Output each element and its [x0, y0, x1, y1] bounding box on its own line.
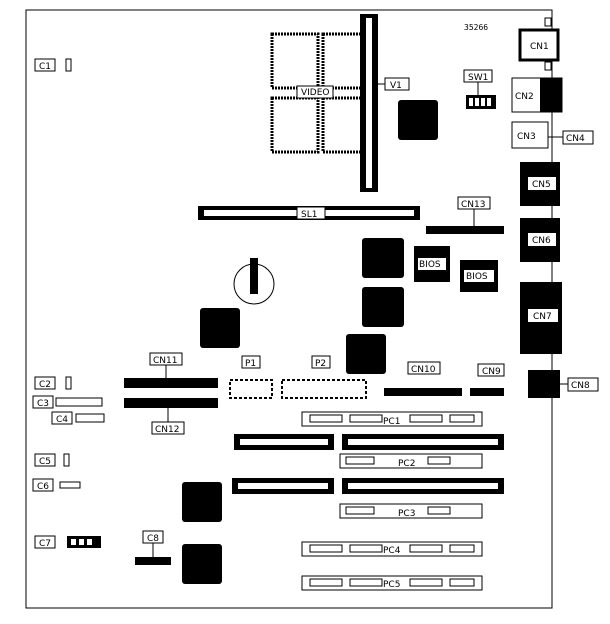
- chip-e: [182, 482, 222, 522]
- cn4-connector: CN4: [548, 130, 594, 145]
- video-label: VIDEO: [301, 88, 330, 98]
- cn11-label: CN11: [153, 356, 177, 366]
- board-code: 35266: [464, 23, 488, 32]
- bios-chip-2: BIOS: [460, 260, 498, 292]
- svg-text:BIOS: BIOS: [419, 260, 441, 270]
- cn6-label: CN6: [532, 236, 551, 246]
- v1-label: V1: [390, 81, 402, 91]
- bios-chip-1: BIOS: [414, 246, 450, 282]
- pc1-label: PC1: [383, 417, 400, 427]
- pc4-slot: PC4: [301, 541, 483, 557]
- cn12-label: CN12: [155, 425, 179, 435]
- pc5-slot: PC5: [301, 575, 483, 591]
- chip-controller: [398, 100, 438, 140]
- pc3-label: PC3: [398, 509, 415, 519]
- cn13-label: CN13: [461, 200, 485, 210]
- c3-jumper: [55, 397, 103, 407]
- c8-label: C8: [147, 534, 159, 544]
- c1-label: C1: [39, 62, 51, 72]
- sl1-label: SL1: [301, 210, 317, 220]
- video-label-box: [296, 85, 334, 99]
- cn13-header: [426, 226, 504, 234]
- cn2-label: CN2: [515, 92, 534, 102]
- cn1-connector: CN1: [518, 17, 560, 71]
- c6-label: C6: [37, 482, 49, 492]
- p2-connector: [281, 379, 367, 399]
- cn5-label: CN5: [532, 180, 551, 190]
- pc2-slot: PC2: [339, 453, 483, 469]
- sw1-label: SW1: [468, 73, 488, 83]
- cn12-header: [124, 398, 218, 408]
- cn10-header: [384, 388, 462, 396]
- cn10-label: CN10: [411, 365, 436, 375]
- pc3-slot: PC3: [339, 503, 483, 519]
- cn1-label: CN1: [530, 42, 549, 52]
- c4-label: C4: [56, 415, 68, 425]
- c2-jumper: [65, 376, 72, 390]
- svg-text:BIOS: BIOS: [466, 272, 488, 282]
- cn8-connector: CN8: [528, 370, 599, 398]
- pc2-label: PC2: [398, 459, 415, 469]
- cn11-header: [124, 378, 218, 388]
- cn7-connector: CN7: [520, 282, 562, 354]
- c5-jumper: [63, 453, 70, 467]
- cn9-label: CN9: [482, 367, 501, 377]
- chip-c: [346, 334, 386, 374]
- chip-a: [362, 238, 404, 278]
- cn5-connector: CN5: [520, 162, 560, 206]
- c3-label: C3: [37, 399, 49, 409]
- pc5-label: PC5: [383, 580, 400, 590]
- p1-connector: [229, 379, 273, 399]
- c6-jumper: [59, 481, 81, 489]
- cn4-label: CN4: [566, 134, 585, 144]
- pc4-label: PC4: [383, 546, 401, 556]
- c4-jumper: [75, 413, 105, 423]
- chip-d: [200, 308, 240, 348]
- p2-label: P2: [315, 359, 326, 369]
- cn2-connector: CN2: [511, 77, 563, 113]
- c8-header: [135, 557, 171, 565]
- cn9-header: [470, 388, 504, 396]
- chip-b: [362, 287, 404, 327]
- c5-label: C5: [39, 457, 51, 467]
- p1-label: P1: [245, 359, 256, 369]
- cn7-label: CN7: [533, 312, 552, 322]
- c1-jumper: [65, 58, 72, 72]
- chip-f: [182, 544, 222, 584]
- cn6-connector: CN6: [520, 218, 560, 262]
- cn3-connector: CN3: [511, 121, 549, 149]
- c7-label: C7: [39, 539, 51, 549]
- cn3-label: CN3: [517, 132, 536, 142]
- battery: [233, 258, 275, 305]
- cn8-label: CN8: [571, 381, 590, 391]
- pc1-slot: PC1: [301, 411, 483, 427]
- c2-label: C2: [39, 380, 51, 390]
